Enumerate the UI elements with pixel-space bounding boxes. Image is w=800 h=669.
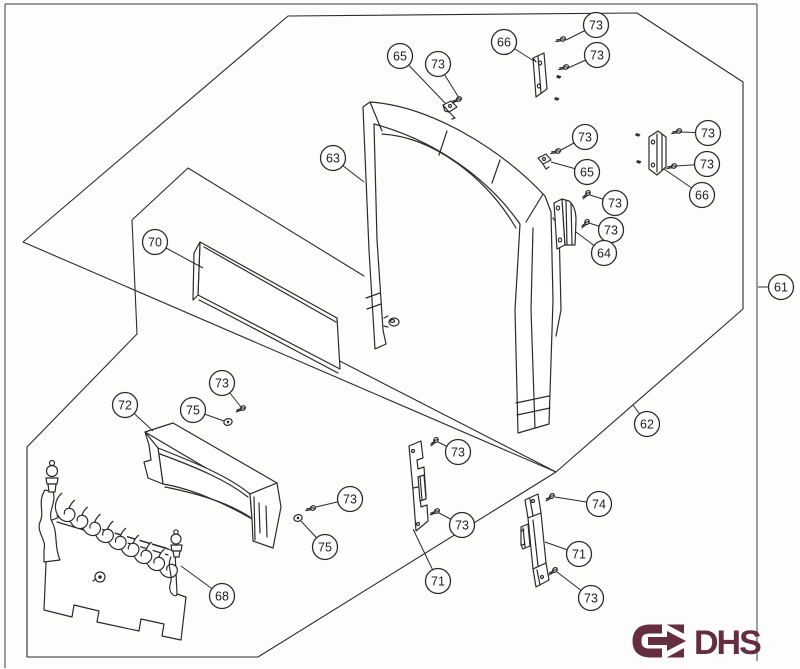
screw <box>430 436 439 447</box>
washer <box>223 418 233 426</box>
callout-75: 75 <box>179 396 207 424</box>
callout-75: 75 <box>311 533 339 561</box>
part-door-frame <box>362 101 562 434</box>
callout-number: 66 <box>497 35 511 49</box>
part-bracket-66-top <box>532 52 548 98</box>
callout-73: 73 <box>694 119 722 147</box>
callout-73: 73 <box>693 150 721 178</box>
callout-number: 73 <box>700 157 714 171</box>
callout-66: 66 <box>688 181 716 209</box>
callout-number: 61 <box>774 280 788 294</box>
callout-layer: 73 66 73 65 73 73 63 65 66 73 73 73 73 64 61 62 70 72 73 75… <box>111 11 795 612</box>
callout-73: 73 <box>582 11 610 39</box>
screw <box>545 492 555 502</box>
callout-73: 73 <box>448 511 476 539</box>
callout-73: 73 <box>583 41 611 69</box>
callout-number: 65 <box>580 165 594 179</box>
callout-number: 73 <box>701 126 715 140</box>
callout-number: 73 <box>578 130 592 144</box>
callout-73: 73 <box>424 50 452 78</box>
callout-65: 65 <box>386 42 414 70</box>
callout-number: 74 <box>592 497 606 511</box>
dhs-logo-arrow-icon <box>632 624 684 658</box>
part-strip-71-left <box>408 440 429 532</box>
screw <box>548 566 558 576</box>
screw <box>558 64 570 71</box>
callout-64: 64 <box>590 239 618 267</box>
screw <box>305 505 317 512</box>
callout-number: 73 <box>215 376 229 390</box>
screw-tip <box>635 133 641 137</box>
screw-tip <box>556 75 562 79</box>
sheet-border <box>4 3 758 668</box>
screw <box>671 128 683 135</box>
part-grate <box>38 459 187 641</box>
hardware-layer <box>223 36 683 576</box>
callout-71: 71 <box>424 567 452 595</box>
callout-70: 70 <box>141 228 169 256</box>
callout-72: 72 <box>111 391 139 419</box>
callout-65: 65 <box>573 158 601 186</box>
callout-number: 75 <box>318 540 332 554</box>
callout-68: 68 <box>208 582 236 610</box>
callout-73: 73 <box>577 584 605 612</box>
screw-tip <box>554 97 560 101</box>
screw-tip <box>636 160 642 164</box>
callout-number: 62 <box>640 417 654 431</box>
part-clip-65-right <box>537 153 552 170</box>
callout-number: 71 <box>572 547 586 561</box>
screw <box>581 218 590 229</box>
callout-71: 71 <box>565 540 593 568</box>
dhs-logo-arrowhead <box>648 631 686 651</box>
screw <box>550 148 562 155</box>
callout-73: 73 <box>597 216 625 244</box>
screw <box>429 508 441 516</box>
callout-number: 63 <box>326 151 340 165</box>
callout-number: 73 <box>589 18 603 32</box>
callout-number: 72 <box>118 398 132 412</box>
screw <box>235 405 247 413</box>
callout-number: 66 <box>695 188 709 202</box>
part-strip-71-right <box>520 493 550 588</box>
callout-number: 71 <box>431 574 445 588</box>
grate-finger <box>54 492 76 523</box>
callout-73: 73 <box>571 123 599 151</box>
callout-74: 74 <box>585 490 613 518</box>
callout-number: 73 <box>604 223 618 237</box>
screw <box>451 96 463 104</box>
callout-number: 73 <box>590 48 604 62</box>
part-clip-65-left <box>442 100 458 120</box>
part-glass-panel <box>192 241 341 374</box>
callout-73: 73 <box>601 189 629 217</box>
part-latch-keeper <box>553 198 577 250</box>
screw <box>582 189 591 200</box>
callout-number: 73 <box>343 492 357 506</box>
part-louvre <box>143 422 282 549</box>
callout-number: 64 <box>597 246 611 260</box>
callout-number: 73 <box>608 196 622 210</box>
screw <box>666 163 678 170</box>
callout-number: 73 <box>431 57 445 71</box>
screw <box>555 36 567 43</box>
callout-number: 68 <box>215 589 229 603</box>
dhs-logo: DHS <box>632 622 763 662</box>
callout-number: 73 <box>451 445 465 459</box>
callout-63: 63 <box>319 144 347 172</box>
dhs-logo-text: DHS <box>694 624 761 662</box>
callout-62: 62 <box>633 410 661 438</box>
callout-number: 73 <box>584 591 598 605</box>
callout-73: 73 <box>336 485 364 513</box>
callout-number: 70 <box>148 235 162 249</box>
part-bracket-66-right <box>648 130 667 176</box>
callout-73: 73 <box>208 369 236 397</box>
callout-number: 73 <box>455 518 469 532</box>
callout-number: 65 <box>393 49 407 63</box>
washer <box>293 514 303 522</box>
callout-number: 75 <box>186 403 200 417</box>
callout-73: 73 <box>444 438 472 466</box>
callout-66: 66 <box>490 28 518 56</box>
callout-61: 61 <box>767 273 795 301</box>
